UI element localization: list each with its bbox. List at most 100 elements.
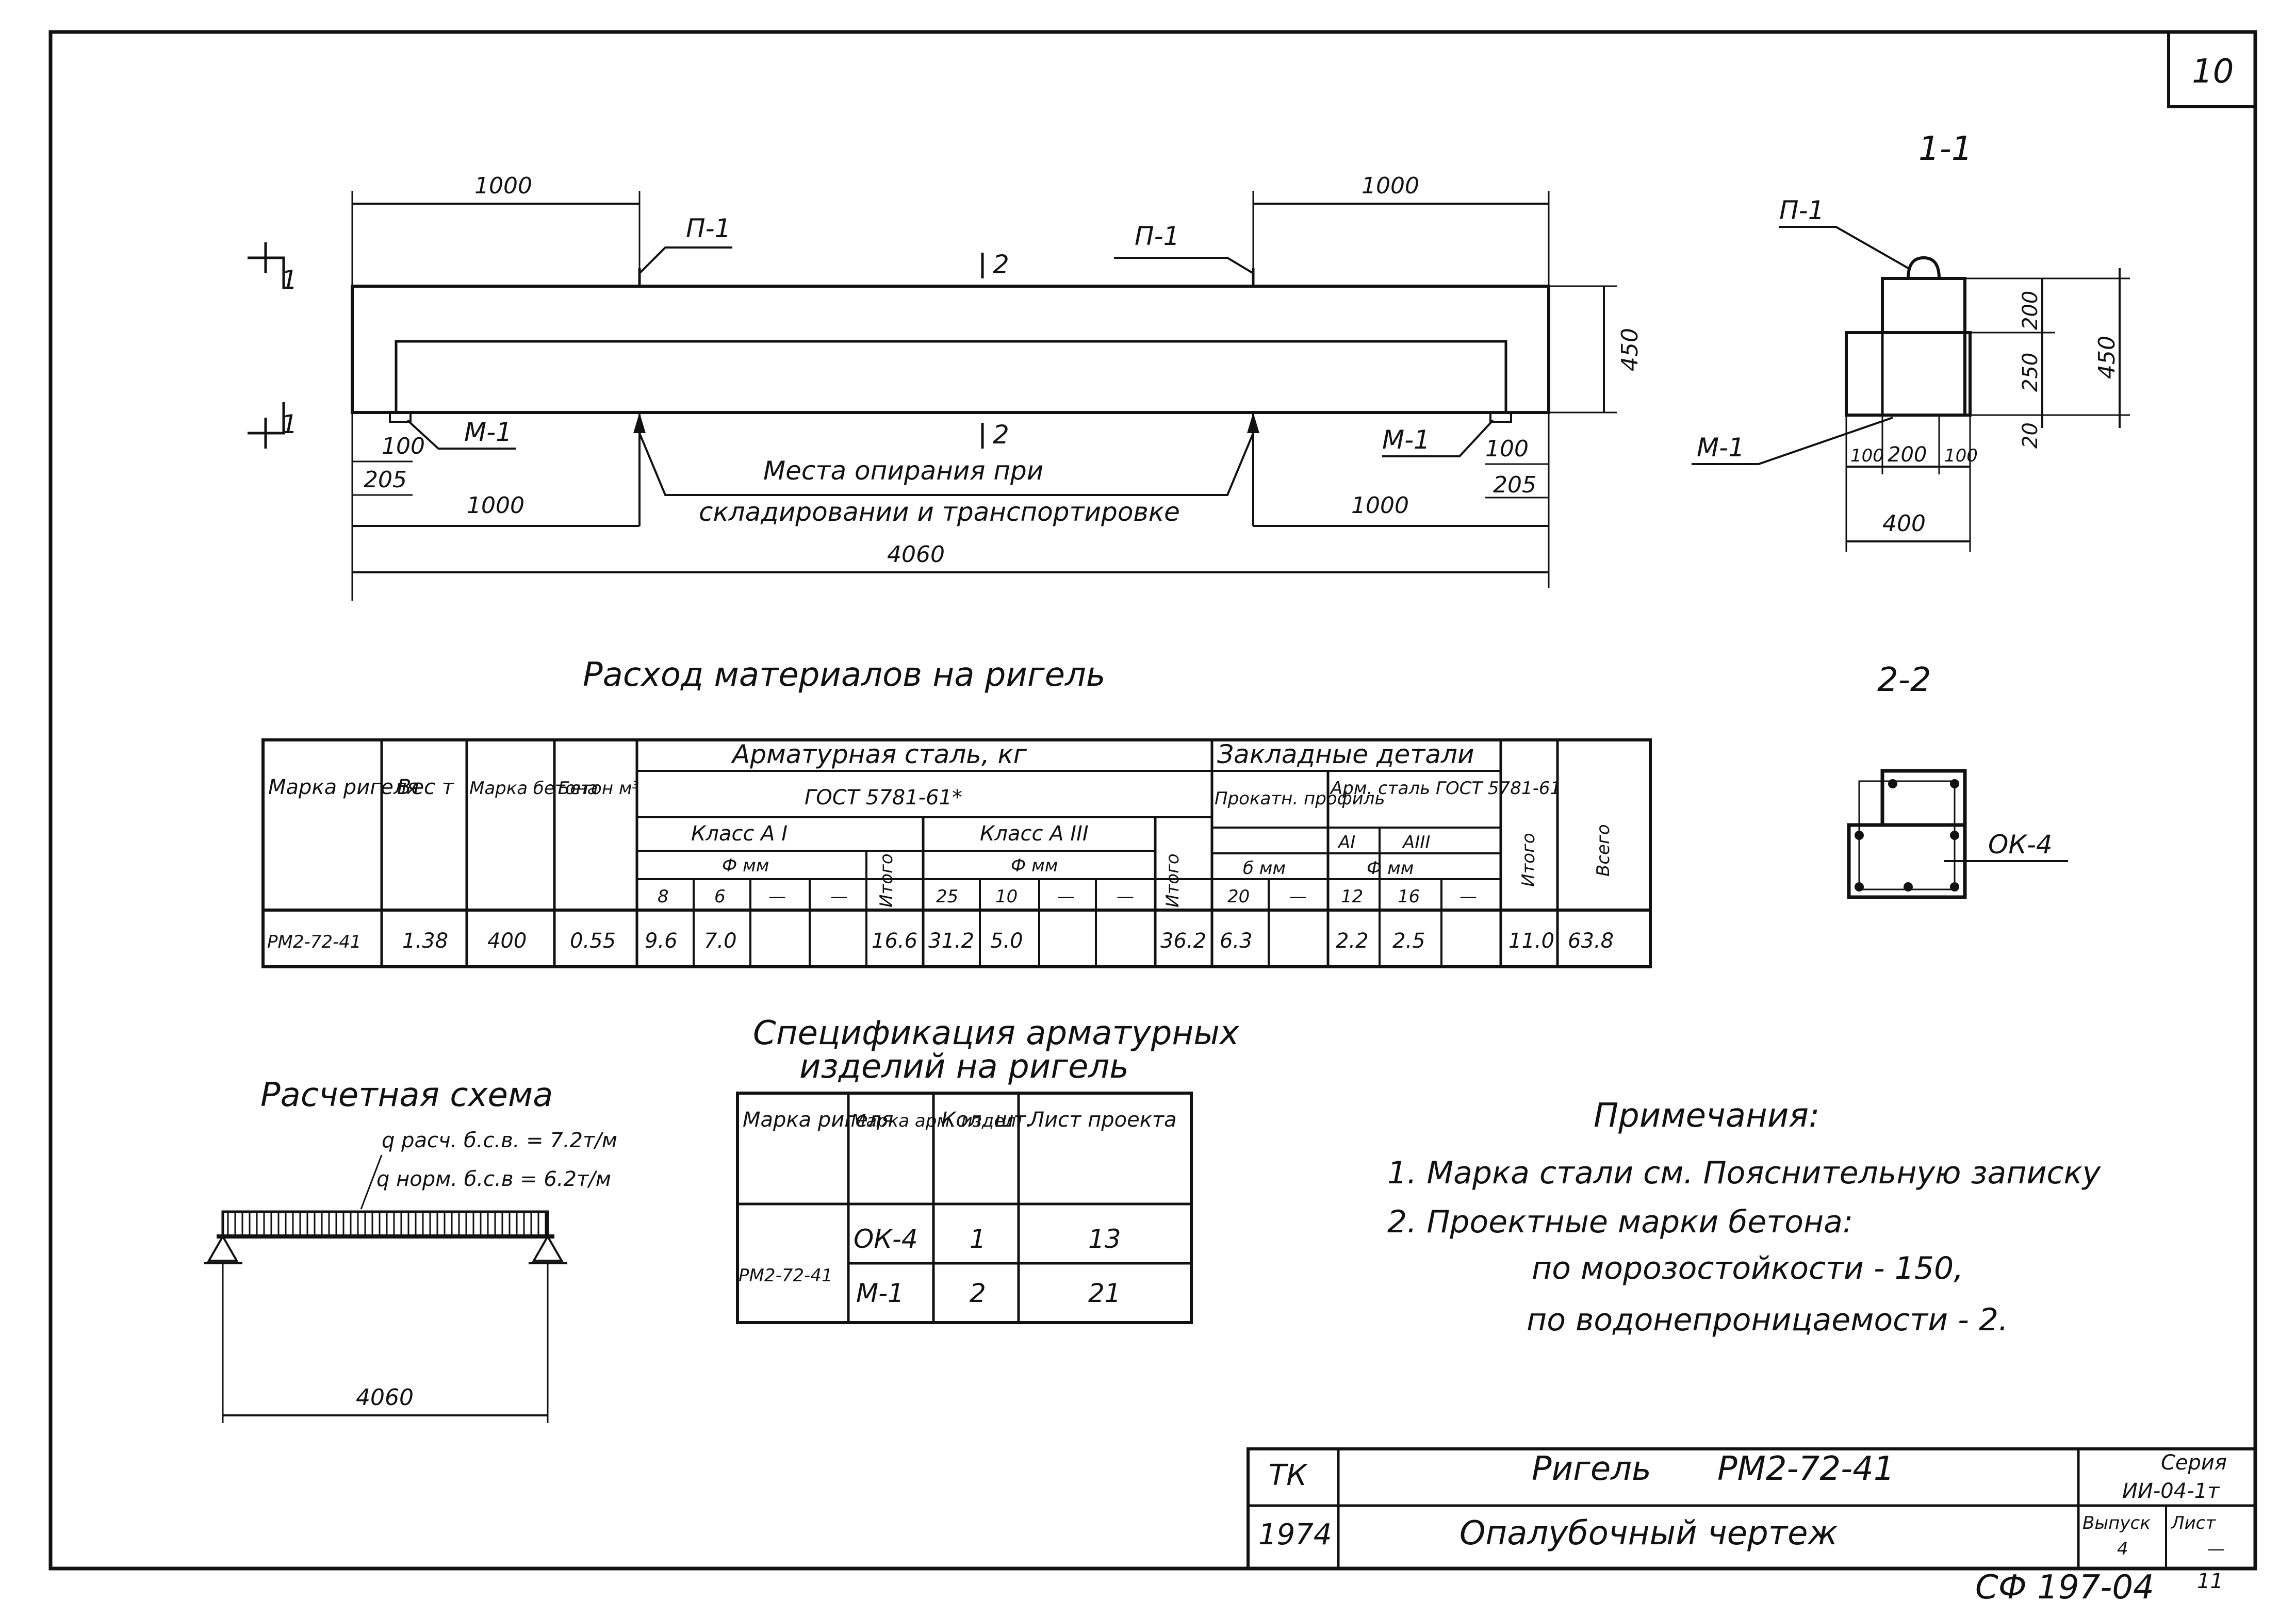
section-1-1-loop — [1907, 256, 1941, 279]
mat-sub-8: 20 — [1227, 886, 1250, 907]
mat-h-rolled: Прокатн. профиль — [1215, 788, 1385, 809]
mat-row-cbrand: 400 — [487, 929, 527, 953]
mat-h-concrete: Бетон м³ — [558, 778, 639, 799]
notes: Примечания: 1. Марка стали см. Пояснител… — [1387, 1097, 2102, 1338]
tb-series-value: ИИ-04-1т — [2122, 1479, 2220, 1503]
dim-right-205: 205 — [1493, 472, 1536, 498]
spec-title-1: Спецификация арматурных — [753, 1014, 1240, 1052]
tb-issue-label: Выпуск — [2082, 1513, 2151, 1533]
section-2-2-title: 2-2 — [1877, 661, 1931, 699]
mat-h-vsego: Всего — [1593, 824, 1614, 877]
mat-h-embedded: Закладные детали — [1217, 739, 1474, 769]
mat-h-aiii: АIII — [1402, 832, 1430, 853]
mat-sub-1: 6 — [714, 886, 726, 907]
mat-h-phi3: Ф мм — [1367, 858, 1414, 879]
mat-row-c20: 63.8 — [1568, 929, 1614, 953]
spec-r1-qty: 1 — [970, 1224, 986, 1254]
mat-sub-12: — — [1459, 886, 1477, 907]
calc-scheme: Расчетная схема q расч. б.с.в. = 7.2т/м … — [204, 1076, 617, 1423]
mat-h-ai: АI — [1337, 832, 1355, 853]
section-1-top-mark — [248, 256, 285, 289]
mat-row-c14: 6.3 — [1220, 929, 1253, 953]
spec-r1-sheet: 13 — [1088, 1224, 1121, 1254]
title-block: ТК 1974 Ригель РМ2-72-41 Опалубочный чер… — [1247, 1447, 2257, 1570]
mat-row-c5: 7.0 — [704, 929, 737, 953]
page-number: 10 — [2192, 53, 2234, 91]
beam-outline — [351, 285, 1550, 414]
embedded-plate-left — [389, 411, 412, 423]
mat-row-c16: 2.2 — [1336, 929, 1369, 953]
sheet-frame — [48, 30, 2257, 1571]
mat-h-a1: Класс А I — [691, 822, 788, 846]
dim-height: 450 — [1617, 328, 1643, 371]
tb-tk: ТК — [1269, 1459, 1308, 1492]
dim-bottom-left: 1000 — [467, 492, 524, 519]
section-2-2-top — [1880, 769, 1967, 827]
mat-sub-10: 12 — [1341, 886, 1363, 907]
scheme-load2: q норм. б.с.в = 6.2т/м — [376, 1167, 611, 1191]
spec-h-sheet: Лист проекта — [1028, 1108, 1177, 1132]
tb-issue-value: 4 — [2117, 1539, 2128, 1559]
scheme-load-hatch — [227, 1213, 547, 1235]
rebar-dot-3 — [1855, 831, 1864, 840]
spec-r2-qty: 2 — [970, 1278, 986, 1308]
mat-row-c9: 31.2 — [928, 929, 974, 953]
dim-bottom-right: 1000 — [1351, 492, 1409, 519]
scheme-support-left — [207, 1234, 239, 1262]
scheme-span: 4060 — [356, 1384, 414, 1411]
rebar-dot-6 — [1904, 882, 1913, 892]
mat-sub-4: 25 — [936, 886, 958, 907]
section-1-1-dim-250: 250 — [2019, 353, 2042, 392]
mat-h-phi2: Ф мм — [1011, 855, 1058, 876]
section-2-2: 2-2 ОК-4 — [1847, 661, 2068, 899]
section-1-1-dim-h-100a: 100 — [1850, 445, 1884, 466]
mat-sub-3: — — [830, 886, 848, 907]
dim-right-100: 100 — [1485, 436, 1529, 462]
notes-line2: 2. Проектные марки бетона: — [1387, 1204, 1853, 1240]
bottom-code: CФ 197-04 — [1975, 1569, 2154, 1601]
section-1-1-dim-h-200: 200 — [1888, 443, 1927, 467]
section-1-1-title: 1-1 — [1918, 130, 1973, 168]
support-arrowhead-left — [633, 412, 646, 433]
spec-brand: РМ2-72-41 — [739, 1265, 833, 1286]
dim-overall: 4060 — [887, 541, 945, 568]
tb-subtitle: Опалубочный чертеж — [1459, 1514, 1838, 1553]
spec-title-2: изделий на ригель — [799, 1048, 1129, 1086]
leader-p1-right — [1114, 257, 1254, 274]
leader-m1-left — [406, 419, 516, 450]
label-p1-left: П-1 — [686, 213, 731, 243]
spec-r1-item: ОК-4 — [854, 1224, 918, 1254]
notes-title: Примечания: — [1594, 1097, 1820, 1135]
materials-table: Расход материалов на ригель — [261, 656, 1652, 968]
mat-h-total2: Итого — [1162, 853, 1183, 907]
mat-sub-6: — — [1057, 886, 1075, 907]
elevation-view: П-1 П-1 2 2 1 1 1000 1000 450 М-1 М-1 — [248, 173, 1643, 601]
section-2-top-label: 2 — [993, 250, 1009, 279]
mat-sub-9: — — [1289, 886, 1307, 907]
section-1-1-m1-leader — [1692, 417, 1893, 465]
beam-web-line — [395, 340, 1507, 412]
mat-row-c4: 9.6 — [645, 929, 678, 953]
embedded-plate-right — [1489, 411, 1512, 423]
section-1-1-bottom-block — [1845, 331, 1972, 417]
spec-h-brand: Марка ригеля — [743, 1108, 893, 1132]
label-m1-left: М-1 — [464, 417, 512, 447]
section-1-1-top-block — [1881, 277, 1966, 334]
support-arrowhead-right — [1247, 412, 1259, 433]
notes-line1: 1. Марка стали см. Пояснительную записку — [1387, 1155, 2102, 1191]
mat-h-itogo: Итого — [1518, 833, 1539, 887]
mat-h-gost: ГОСТ 5781-61* — [805, 786, 962, 810]
section-1-bottom-mark — [248, 402, 285, 435]
scheme-load1: q расч. б.с.в. = 7.2т/м — [382, 1129, 617, 1152]
section-1-1-dim-450: 450 — [2094, 336, 2120, 379]
section-1-1: 1-1 П-1 М-1 200 250 20 450 100 200 100 4… — [1692, 130, 2130, 552]
mat-row-weight: 1.38 — [402, 929, 448, 953]
materials-title: Расход материалов на ригель — [583, 656, 1106, 694]
tb-year: 1974 — [1258, 1518, 1332, 1552]
section-1-1-dim-h-100b: 100 — [1944, 445, 1978, 466]
scheme-load-leader — [360, 1154, 383, 1210]
support-note-leader — [638, 433, 1254, 496]
spec-h-arm: Марка арм. издел. — [851, 1111, 1022, 1131]
mat-row-brand: РМ2-72-41 — [267, 932, 362, 952]
notes-line3: по морозостойкости - 150, — [1532, 1250, 1963, 1286]
